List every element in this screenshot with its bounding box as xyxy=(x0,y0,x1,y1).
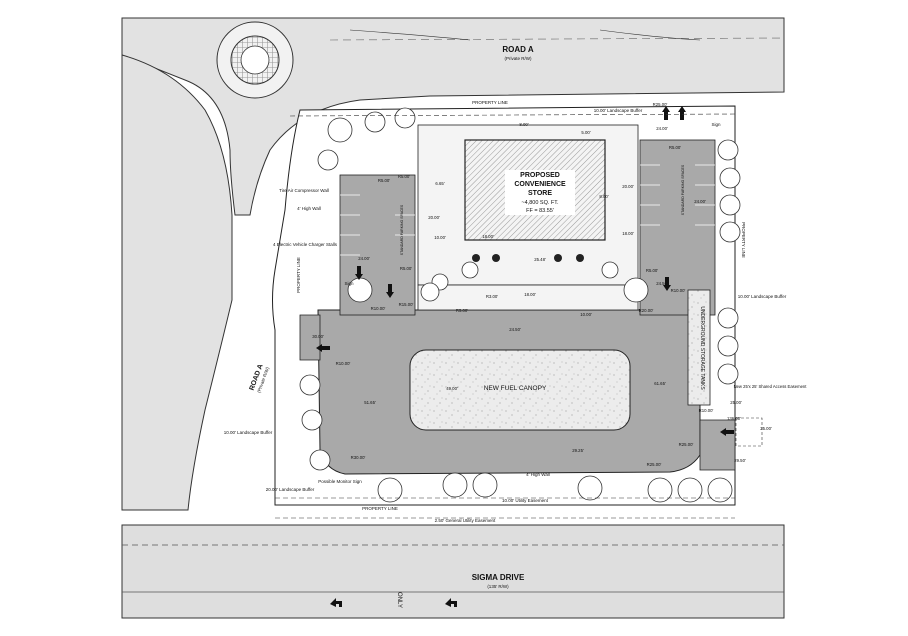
right-parking-stalls xyxy=(640,164,715,226)
dim-r10-right: R10.00' xyxy=(671,288,686,293)
road-a-top-name: ROAD A xyxy=(502,45,533,54)
dim-61-right: 61.65' xyxy=(654,381,666,386)
buffer-top: 10.00' Landscape Buffer xyxy=(594,108,643,113)
possible-sign: Possible Monitor Sign xyxy=(318,479,362,484)
dim-25-right: 25.00' xyxy=(730,400,742,405)
right-drive-aisle xyxy=(639,139,716,316)
property-line-bottom: PROPERTY LINE xyxy=(362,506,398,511)
dim-r25-bottom: R25.00' xyxy=(679,442,694,447)
general-utility: 2.50' General Utility Easement xyxy=(435,518,496,523)
dim-r5-l3: R5.00' xyxy=(400,266,412,271)
right-entrance xyxy=(699,419,736,471)
left-entrance xyxy=(299,314,321,361)
dim-24-right: 24.00' xyxy=(694,199,706,204)
dim-51-left: 51.65' xyxy=(364,400,376,405)
dim-r10-left2: R10.00' xyxy=(336,361,351,366)
dim-245-right: 24.50' xyxy=(656,281,668,286)
dim-18-right: 18.00' xyxy=(622,231,634,236)
dim-245-mid: 24.50' xyxy=(509,327,521,332)
access-easement-1: New 25'x 25' Shared Access Easement xyxy=(734,384,808,389)
dim-8-top: 8.00' xyxy=(519,122,528,127)
left-parking-stalls xyxy=(340,194,415,256)
sigma-drive-row: (135' R/W) xyxy=(487,584,509,589)
sign-left: Sign xyxy=(344,281,354,286)
dim-136: 136.00' xyxy=(727,416,741,421)
compressor-wall: Tire Air Compressor Wall xyxy=(279,188,329,193)
landscape-trees xyxy=(299,107,741,503)
dim-29-easement: 29.50' xyxy=(734,458,746,463)
high-wall-left: 4' High Wall xyxy=(297,206,321,211)
front-sidewalk xyxy=(417,284,639,311)
dim-10-left: 10.00' xyxy=(434,235,446,240)
dim-r25-bottom2: R25.00' xyxy=(647,462,662,467)
dim-r15-l: R15.00' xyxy=(399,302,414,307)
dim-r5-left2: R5.00' xyxy=(398,174,410,179)
dim-665: 6.65' xyxy=(435,181,444,186)
sigma-drive xyxy=(121,524,785,619)
buffer-bottom-left: 20.00' Landscape Buffer xyxy=(266,487,315,492)
dim-20-left: 20.00' xyxy=(428,215,440,220)
parking-left-label: STANDARD PARKING SPACES xyxy=(400,204,404,255)
sign-right: Sign xyxy=(711,122,721,127)
dim-24-left: 24.00' xyxy=(358,256,370,261)
road-a-left xyxy=(121,54,233,511)
dim-10-bottom: 10.00' xyxy=(580,312,592,317)
dim-r5-right2: R5.00' xyxy=(646,268,658,273)
dim-24-top: 24.00' xyxy=(656,126,668,131)
property-line-right: PROPERTY LINE xyxy=(741,222,746,258)
parking-right-label: STANDARD PARKING SPACES xyxy=(681,164,685,215)
store-title-3: STORE xyxy=(528,190,552,197)
dim-5-top: 5.00' xyxy=(581,130,590,135)
dim-25-mid: 25.48' xyxy=(534,257,546,262)
dim-25-easement: 25.00' xyxy=(760,426,772,431)
fuel-canopy xyxy=(409,349,631,431)
store-title-2: CONVENIENCE xyxy=(514,181,566,188)
shared-access-easement xyxy=(735,417,763,447)
property-line-top: PROPERTY LINE xyxy=(472,100,508,105)
dim-r25-top: R25.00' xyxy=(653,102,668,107)
dim-r3-mid: R3.00' xyxy=(486,294,498,299)
dim-18-bottom: 18.00' xyxy=(524,292,536,297)
underground-storage-tanks xyxy=(687,289,711,406)
high-wall-bottom: 4' High Wall xyxy=(526,472,550,477)
dim-r5-left1: R5.00' xyxy=(378,178,390,183)
sigma-drive-name: SIGMA DRIVE xyxy=(472,573,525,582)
dim-8-right: 8.00' xyxy=(599,194,608,199)
dim-r5-right: R5.00' xyxy=(669,145,681,150)
store-area: ~4,800 SQ. FT. xyxy=(521,200,559,206)
store-title-1: PROPOSED xyxy=(520,172,560,179)
traffic-arrows xyxy=(316,106,734,607)
buffer-right: 10.00' Landscape Buffer xyxy=(738,294,787,299)
utility-easement: 10.00' Utility Easement xyxy=(502,498,549,503)
ust-label: UNDERGROUND STORAGE TANKS xyxy=(699,306,705,390)
dim-18-mid: 18.00' xyxy=(482,234,494,239)
canopy-label: NEW FUEL CANOPY xyxy=(484,385,547,392)
dim-r30-bottom: R30.00' xyxy=(351,455,366,460)
dim-r5-mid: R5.00' xyxy=(456,308,468,313)
dim-20-right: 20.00' xyxy=(622,184,634,189)
buffer-left: 10.00' Landscape Buffer xyxy=(224,430,273,435)
dim-30-left: 30.00' xyxy=(312,334,324,339)
road-a-top-row: (Private R/W) xyxy=(505,56,533,61)
only-marking: ONLY xyxy=(396,592,402,608)
dim-r10-canopy: R10.00' xyxy=(699,408,714,413)
store-ff: FF = 83.55' xyxy=(526,208,554,214)
dim-29: 29.25' xyxy=(572,448,584,453)
property-line-left: PROPERTY LINE xyxy=(296,257,301,293)
dim-r20-right: R20.00' xyxy=(639,308,654,313)
dim-49: 49.00' xyxy=(446,386,458,391)
ev-chargers: 4 Electric Vehicle Charger Stalls xyxy=(273,242,338,247)
dim-r10-l: R10.00' xyxy=(371,306,386,311)
patio-tables xyxy=(472,254,584,262)
